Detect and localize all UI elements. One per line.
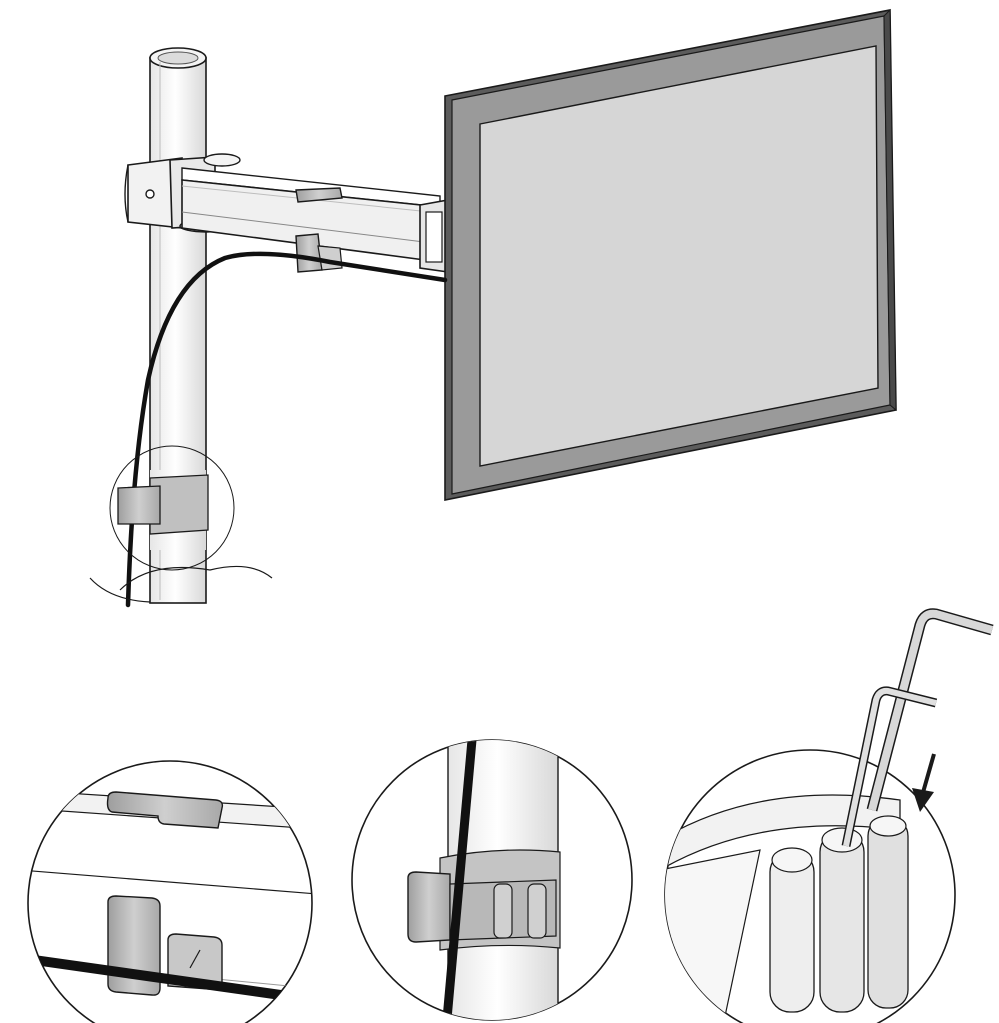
detail-pole-clip — [351, 739, 633, 1021]
main-view — [89, 8, 897, 608]
down-arrow-icon — [912, 753, 936, 812]
detail-arm-clips — [27, 760, 313, 1023]
detail-hex-keys — [664, 608, 994, 1023]
monitor-arm — [124, 153, 449, 273]
cable-clip-top — [295, 187, 343, 203]
hex-key-large — [866, 608, 994, 812]
monitor — [444, 8, 897, 501]
pole-cable-clip — [89, 445, 273, 603]
hex-key-small — [841, 686, 938, 847]
